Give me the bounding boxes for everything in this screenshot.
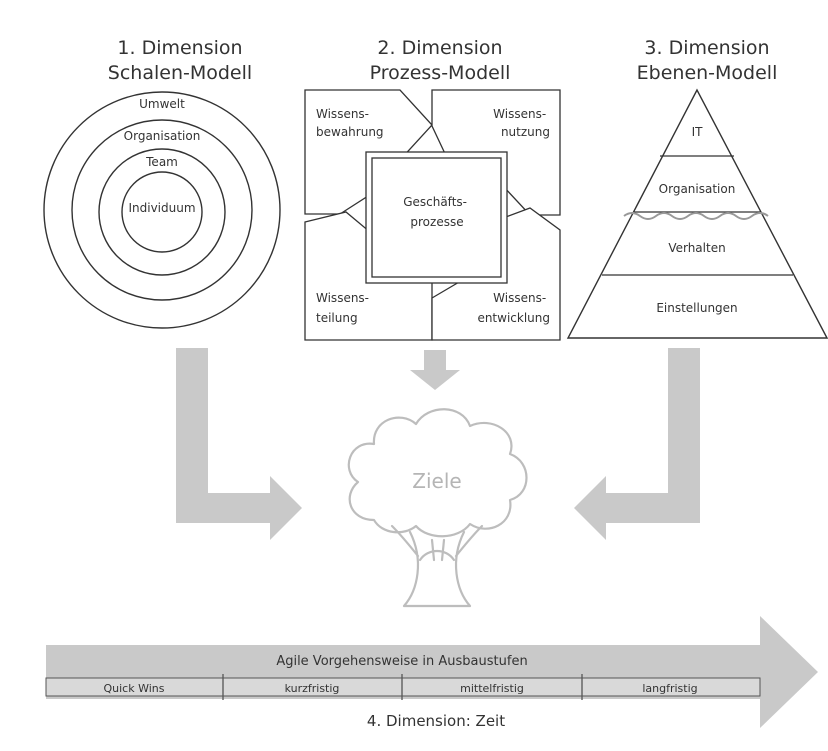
tree-trunk — [390, 524, 484, 608]
label-entwicklung-2: entwicklung — [477, 311, 550, 325]
ring-label-organisation: Organisation — [124, 129, 201, 143]
level-label-it: IT — [692, 125, 704, 139]
dimension2-heading: 2. Dimension Prozess-Modell — [330, 36, 550, 86]
stage-langfristig: langfristig — [642, 682, 697, 695]
label-center-2: prozesse — [410, 215, 463, 229]
svg-text:Wissens- teilung: Wissens- teilung — [316, 291, 373, 325]
arrow-left-to-goal — [176, 348, 302, 540]
tree-crown — [347, 408, 528, 538]
label-bewahrung-2: bewahrung — [316, 125, 384, 139]
dimension3-title: 3. Dimension — [644, 37, 770, 59]
svg-text:Wissens- bewahrung: Wissens- bewahrung — [316, 107, 384, 139]
dimension1-title: 1. Dimension — [117, 37, 243, 59]
dimension1-heading: 1. Dimension Schalen-Modell — [70, 36, 290, 86]
pyramid-wavy-line — [623, 212, 769, 220]
svg-text:Wissens- nutzung: Wissens- nutzung — [493, 107, 550, 139]
stage-quick-wins: Quick Wins — [104, 682, 165, 695]
process-center-inner — [371, 157, 502, 278]
goal-label: Ziele — [412, 469, 461, 493]
svg-text:Geschäfts- prozesse: Geschäfts- prozesse — [403, 195, 471, 229]
label-teilung-2: teilung — [316, 311, 358, 325]
ring-individuum — [121, 171, 203, 253]
label-entwicklung-1: Wissens- — [493, 291, 546, 305]
ring-label-individuum: Individuum — [128, 201, 195, 215]
stage-kurzfristig: kurzfristig — [285, 682, 340, 695]
dimension2-subtitle: Prozess-Modell — [369, 62, 511, 84]
ring-label-umwelt: Umwelt — [139, 97, 185, 111]
label-nutzung-2: nutzung — [501, 125, 550, 139]
timeline-label: Agile Vorgehensweise in Ausbaustufen — [276, 654, 527, 669]
level-label-organisation: Organisation — [659, 182, 736, 196]
timeline-caption: 4. Dimension: Zeit — [367, 712, 505, 730]
label-nutzung-1: Wissens- — [493, 107, 546, 121]
level-label-verhalten: Verhalten — [668, 241, 725, 255]
dimension1-subtitle: Schalen-Modell — [107, 62, 253, 84]
dimension3-heading: 3. Dimension Ebenen-Modell — [597, 36, 817, 86]
level-model: IT Organisation Verhalten Einstellungen — [566, 88, 828, 339]
label-center-1: Geschäfts- — [403, 195, 467, 209]
stage-mittelfristig: mittelfristig — [460, 682, 524, 695]
label-bewahrung-1: Wissens- — [316, 107, 369, 121]
dimension2-title: 2. Dimension — [377, 37, 503, 59]
dimension3-subtitle: Ebenen-Modell — [636, 62, 778, 84]
ring-label-team: Team — [145, 155, 178, 169]
arrow-right-to-goal — [574, 348, 700, 540]
arrow-center-to-goal — [410, 350, 460, 390]
svg-text:Wissens- entwicklung: Wissens- entwicklung — [477, 291, 550, 325]
process-labels: Wissens- bewahrung Wissens- nutzung Wiss… — [316, 107, 550, 325]
shell-model: Umwelt Organisation Team Individuum — [43, 91, 281, 329]
level-label-einstellungen: Einstellungen — [656, 301, 737, 315]
process-model — [304, 89, 561, 341]
goal-tree — [347, 408, 528, 608]
timeline-arrow — [46, 616, 818, 728]
label-teilung-1: Wissens- — [316, 291, 369, 305]
